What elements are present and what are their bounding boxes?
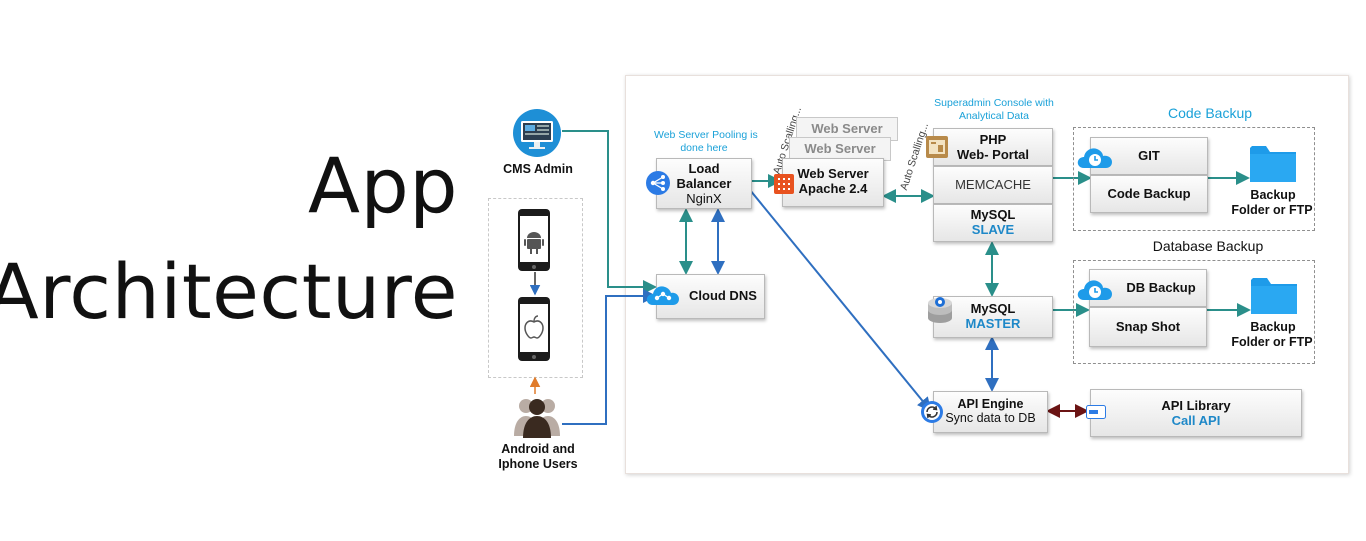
- mysql-master-node: MySQL MASTER: [933, 296, 1053, 338]
- pooling-note-line1: Web Server Pooling is: [654, 129, 758, 141]
- web-server-line2: Apache 2.4: [798, 181, 868, 196]
- monitor-icon: [512, 108, 562, 158]
- mysql-slave-line1: MySQL: [970, 207, 1016, 222]
- web-server-ghost-2: Web Server: [789, 137, 891, 161]
- mysql-slave-node: MySQL SLAVE: [933, 204, 1053, 242]
- snap-shot-label: Snap Shot: [1115, 319, 1181, 334]
- web-server-node: Web Server Apache 2.4: [782, 158, 884, 207]
- folder-icon-code: [1250, 142, 1296, 184]
- cloud-db-backup-icon: [1076, 274, 1114, 304]
- db-backup-node: DB Backup: [1089, 269, 1207, 307]
- database-backup-group: [1073, 260, 1315, 364]
- web-server-line1: Web Server: [797, 166, 869, 181]
- db-backup-folder-line1: Backup: [1250, 320, 1296, 334]
- api-engine-line1: API Engine: [957, 397, 1024, 411]
- api-icon: [1086, 405, 1106, 419]
- api-engine-node: API Engine Sync data to DB: [933, 391, 1048, 433]
- title-architecture: Architecture: [0, 247, 458, 336]
- connector-users-dns: [562, 289, 657, 425]
- android-phone-icon: [517, 208, 551, 272]
- users-icon: [512, 394, 562, 438]
- title-app: App: [308, 141, 458, 230]
- mysql-master-line1: MySQL: [970, 301, 1016, 316]
- sync-icon: [920, 400, 944, 424]
- memcache-label: MEMCACHE: [955, 177, 1031, 192]
- database-icon: [926, 294, 954, 324]
- git-label: GIT: [1138, 148, 1160, 163]
- load-balancer-node: Load Balancer NginX: [656, 158, 752, 209]
- api-library-line1: API Library: [1161, 398, 1231, 413]
- code-backup-folder-line2: Folder or FTP: [1231, 203, 1313, 217]
- code-backup-label: Code Backup: [1107, 186, 1191, 201]
- load-balancer-line3: NginX: [686, 191, 722, 206]
- iphone-icon: [517, 296, 551, 362]
- load-balancer-line1: Load: [688, 161, 720, 176]
- superadmin-note-line1: Superadmin Console with: [934, 97, 1054, 109]
- code-backup-node: Code Backup: [1090, 175, 1208, 213]
- php-line1: PHP: [979, 132, 1007, 147]
- php-line2: Web- Portal: [957, 147, 1029, 162]
- php-portal-icon: [926, 136, 948, 158]
- database-backup-title: Database Backup: [1152, 238, 1264, 254]
- cms-admin-label: CMS Admin: [503, 162, 573, 176]
- api-engine-line2: Sync data to DB: [945, 411, 1036, 425]
- connector-lb-api: [749, 189, 932, 412]
- apache-icon: [774, 174, 794, 194]
- memcache-node: MEMCACHE: [933, 166, 1053, 204]
- db-backup-label: DB Backup: [1126, 280, 1196, 295]
- superadmin-note-line2: Analytical Data: [958, 110, 1030, 122]
- folder-icon-db: [1251, 274, 1297, 316]
- cloud-dns-label: Cloud DNS: [689, 288, 757, 303]
- git-node: GIT: [1090, 137, 1208, 175]
- db-backup-folder-line2: Folder or FTP: [1231, 335, 1313, 349]
- snap-shot-node: Snap Shot: [1089, 307, 1207, 347]
- mysql-master-line2: MASTER: [965, 316, 1021, 331]
- load-balancer-line2: Balancer: [676, 176, 732, 191]
- code-backup-group: [1073, 127, 1315, 231]
- users-label-line2: Iphone Users: [498, 457, 578, 471]
- code-backup-folder-line1: Backup: [1250, 188, 1296, 202]
- api-library-node: API Library Call API: [1090, 389, 1302, 437]
- php-portal-node: PHP Web- Portal: [933, 128, 1053, 166]
- code-backup-title: Code Backup: [1167, 105, 1253, 121]
- connector-cms-dns: [562, 130, 657, 294]
- mysql-slave-line2: SLAVE: [971, 222, 1015, 237]
- cloud-backup-icon: [1076, 142, 1114, 172]
- users-label-line1: Android and: [501, 442, 575, 456]
- pooling-note-line2: done here: [680, 142, 728, 154]
- api-library-line2: Call API: [1171, 413, 1221, 428]
- cloud-dns-icon: [645, 281, 681, 309]
- load-balancer-icon: [645, 170, 671, 196]
